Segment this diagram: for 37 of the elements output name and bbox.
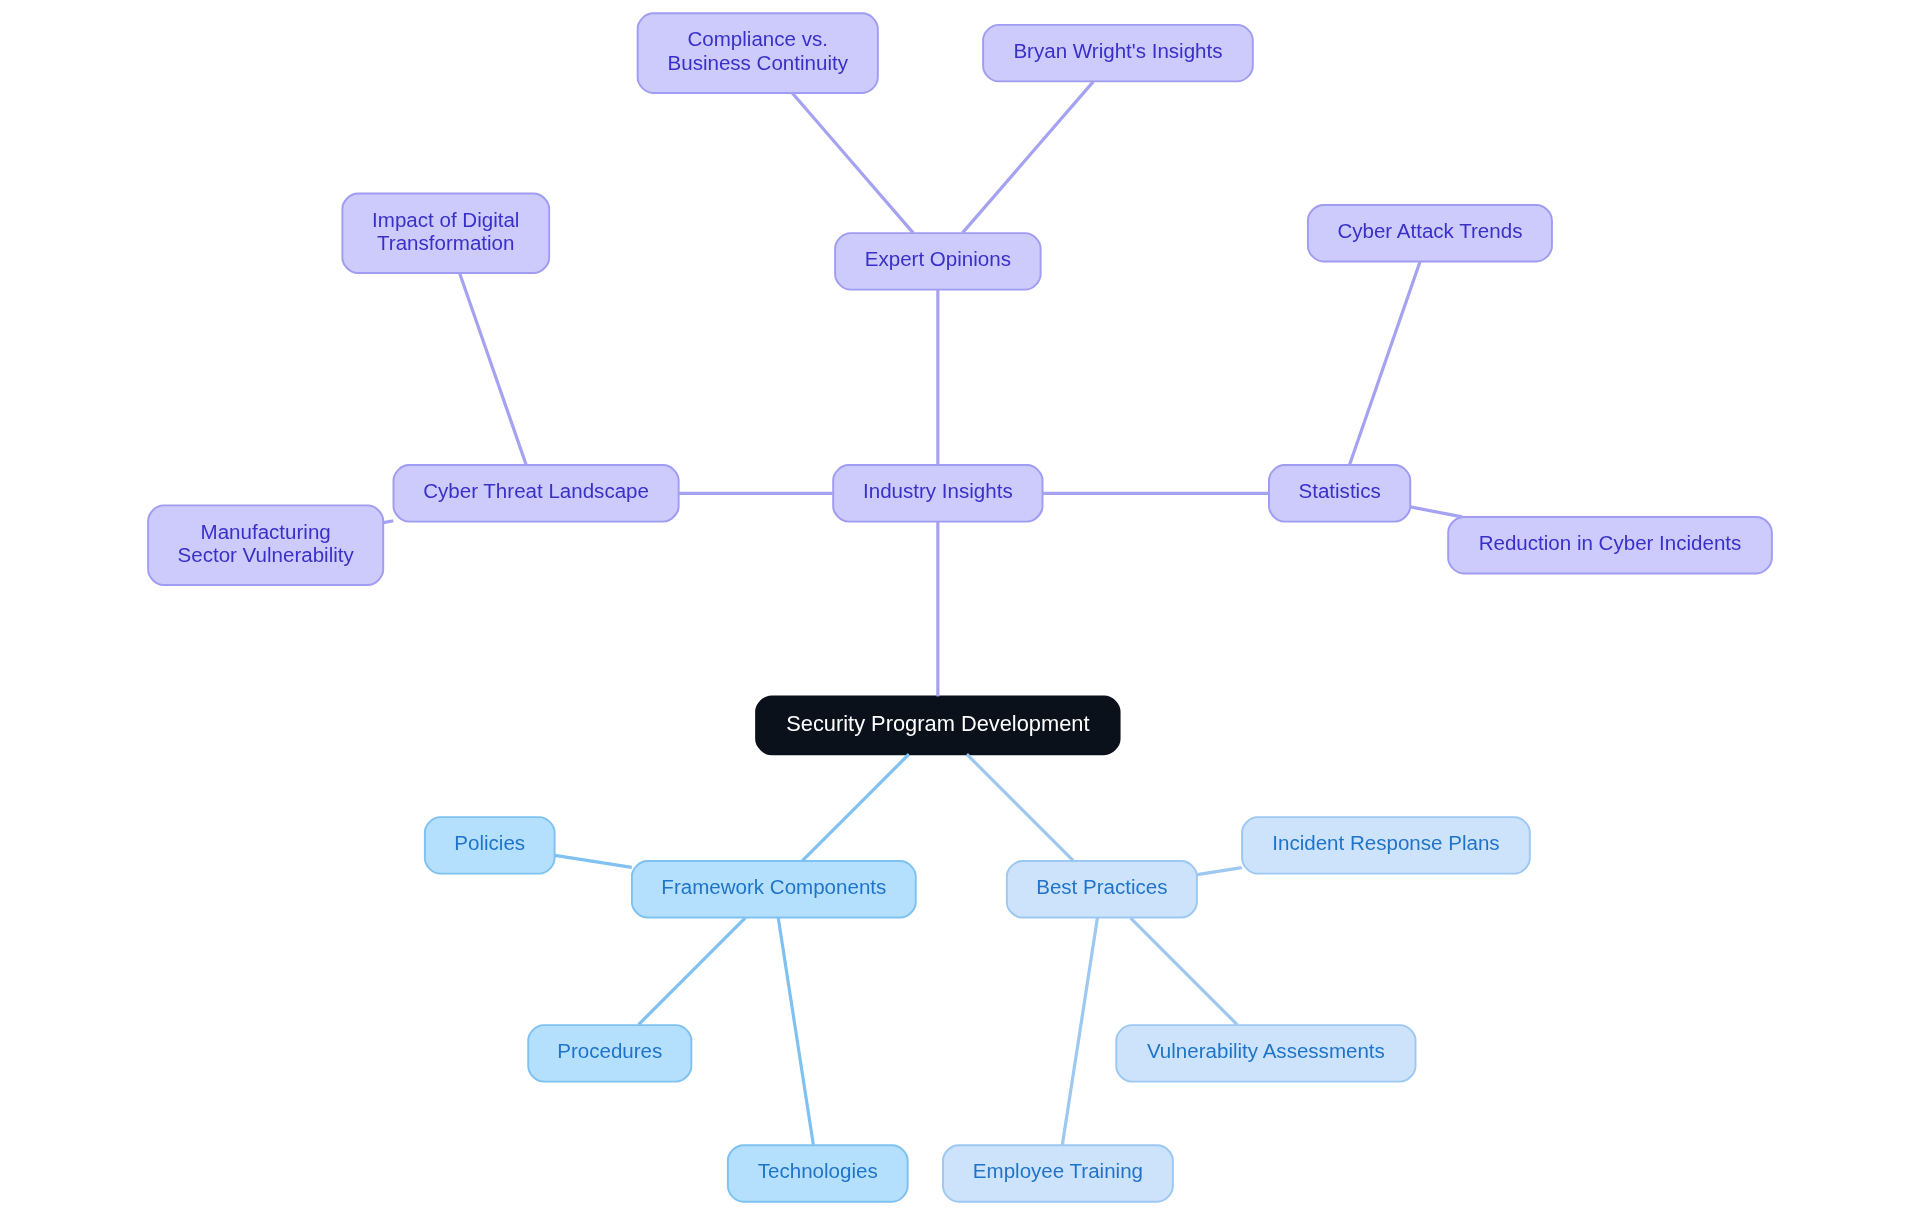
connector bbox=[678, 491, 833, 495]
connector bbox=[1060, 917, 1100, 1146]
node-box: Procedures bbox=[527, 1024, 693, 1083]
node-box: Employee Training bbox=[942, 1144, 1174, 1203]
node-box: Security Program Development bbox=[755, 695, 1121, 756]
node-box: Incident Response Plans bbox=[1241, 816, 1531, 875]
node-box: Technologies bbox=[726, 1144, 909, 1203]
node-box: Impact of Digital Transformation bbox=[341, 192, 551, 275]
connector bbox=[776, 917, 815, 1146]
connector bbox=[936, 289, 940, 465]
node-box: Policies bbox=[423, 816, 556, 875]
connector bbox=[1410, 505, 1463, 519]
connector bbox=[637, 916, 747, 1026]
node-box: Bryan Wright's Insights bbox=[982, 23, 1254, 83]
node-box: Reduction in Cyber Incidents bbox=[1447, 515, 1773, 575]
node-box: Industry Insights bbox=[832, 464, 1044, 523]
connector bbox=[383, 519, 394, 525]
connector bbox=[791, 92, 915, 234]
connector bbox=[1347, 261, 1422, 466]
connector bbox=[936, 521, 940, 697]
connector bbox=[1042, 491, 1269, 495]
connector bbox=[1197, 866, 1242, 877]
node-box: Statistics bbox=[1268, 464, 1412, 523]
connector bbox=[1129, 916, 1239, 1026]
node-box: Framework Components bbox=[630, 860, 917, 919]
node-box: Manufacturing Sector Vulnerability bbox=[147, 504, 385, 586]
node-box: Cyber Threat Landscape bbox=[392, 464, 680, 523]
connector bbox=[965, 753, 1075, 862]
node-box: Vulnerability Assessments bbox=[1115, 1024, 1417, 1083]
node-box: Expert Opinions bbox=[834, 232, 1042, 291]
connector bbox=[801, 753, 911, 862]
connector bbox=[554, 853, 633, 869]
node-box: Compliance vs. Business Continuity bbox=[636, 12, 879, 94]
node-box: Cyber Attack Trends bbox=[1306, 204, 1553, 263]
node-box: Best Practices bbox=[1005, 860, 1198, 919]
connector bbox=[961, 80, 1095, 234]
connector bbox=[458, 272, 528, 466]
